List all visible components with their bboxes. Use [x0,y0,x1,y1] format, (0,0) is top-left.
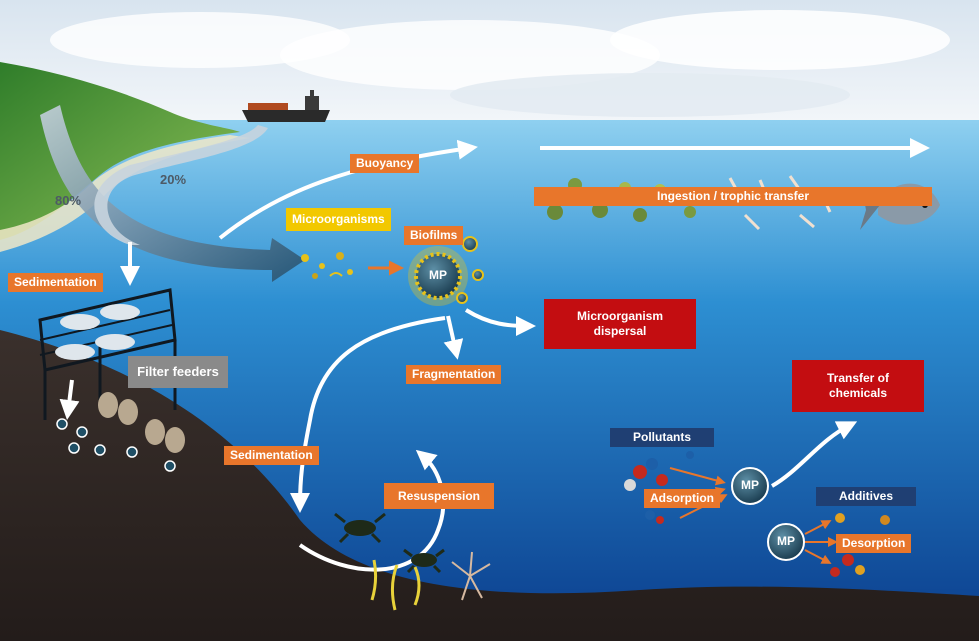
additive-molecules [830,513,890,577]
buoyancy-label: Buoyancy [350,154,420,173]
mp-label-adsorption: MP [741,478,759,492]
crab-icon [334,512,386,544]
mp-label-center: MP [429,268,447,282]
additives-label: Additives [816,487,916,506]
pollutants-label: Pollutants [610,428,714,447]
beach [0,135,250,252]
mussel-farm-rack [38,288,177,420]
ship-input-arrow [94,125,268,245]
fragmentation-label: Fragmentation [406,365,502,384]
sedimentation-left-label: Sedimentation [8,273,103,292]
ingestion-label: Ingestion / trophic transfer [534,187,932,206]
cloud [50,12,350,68]
desorption-microplastic [767,523,805,561]
biofilms-label: Biofilms [404,226,464,245]
microorganism-dispersal-label: Microorganism dispersal [544,299,696,349]
brittle-star-icon [451,551,491,601]
worms-icon [370,559,421,611]
transfer-of-chemicals-label: Transfer of chemicals [792,360,924,412]
filter-feeders-label: Filter feeders [128,356,228,388]
chemical-transfer-arrow [771,421,858,488]
sedimentation-center-arrow [290,316,446,513]
dispersal-arrow [464,308,536,336]
river-input-arrow [40,105,305,282]
cloud [280,20,660,90]
pollutant-molecules [624,451,694,524]
desorption-label: Desorption [836,534,912,553]
microorganisms-label: Microorganisms [286,208,391,231]
river-percentage: 80% [55,193,82,208]
sedimentation-center-label: Sedimentation [224,446,319,465]
adsorption-microplastic [731,467,769,505]
microorganism-cluster [301,252,353,279]
ship-percentage: 20% [160,172,187,187]
buoyancy-arrow [218,139,478,240]
adsorption-arrow [669,467,726,486]
desorption-arrow [804,549,832,564]
resuspension-label: Resuspension [384,483,494,509]
resuspension-arrow [298,449,446,572]
deposited-microplastics [56,418,176,472]
mp-label-desorption: MP [777,534,795,548]
fragmentation-arrow [443,315,464,360]
crab-icon [403,548,445,574]
cloud [450,73,850,117]
seabed [0,330,979,641]
cargo-ship-icon [242,90,330,122]
filter-feeder-shells [98,392,185,453]
filter-feeder-deposit-arrow [59,379,80,420]
desorption-arrow [804,520,832,535]
cloud [610,10,950,70]
adsorption-label: Adsorption [644,489,720,508]
biofilm-coated-microplastic [408,236,484,306]
